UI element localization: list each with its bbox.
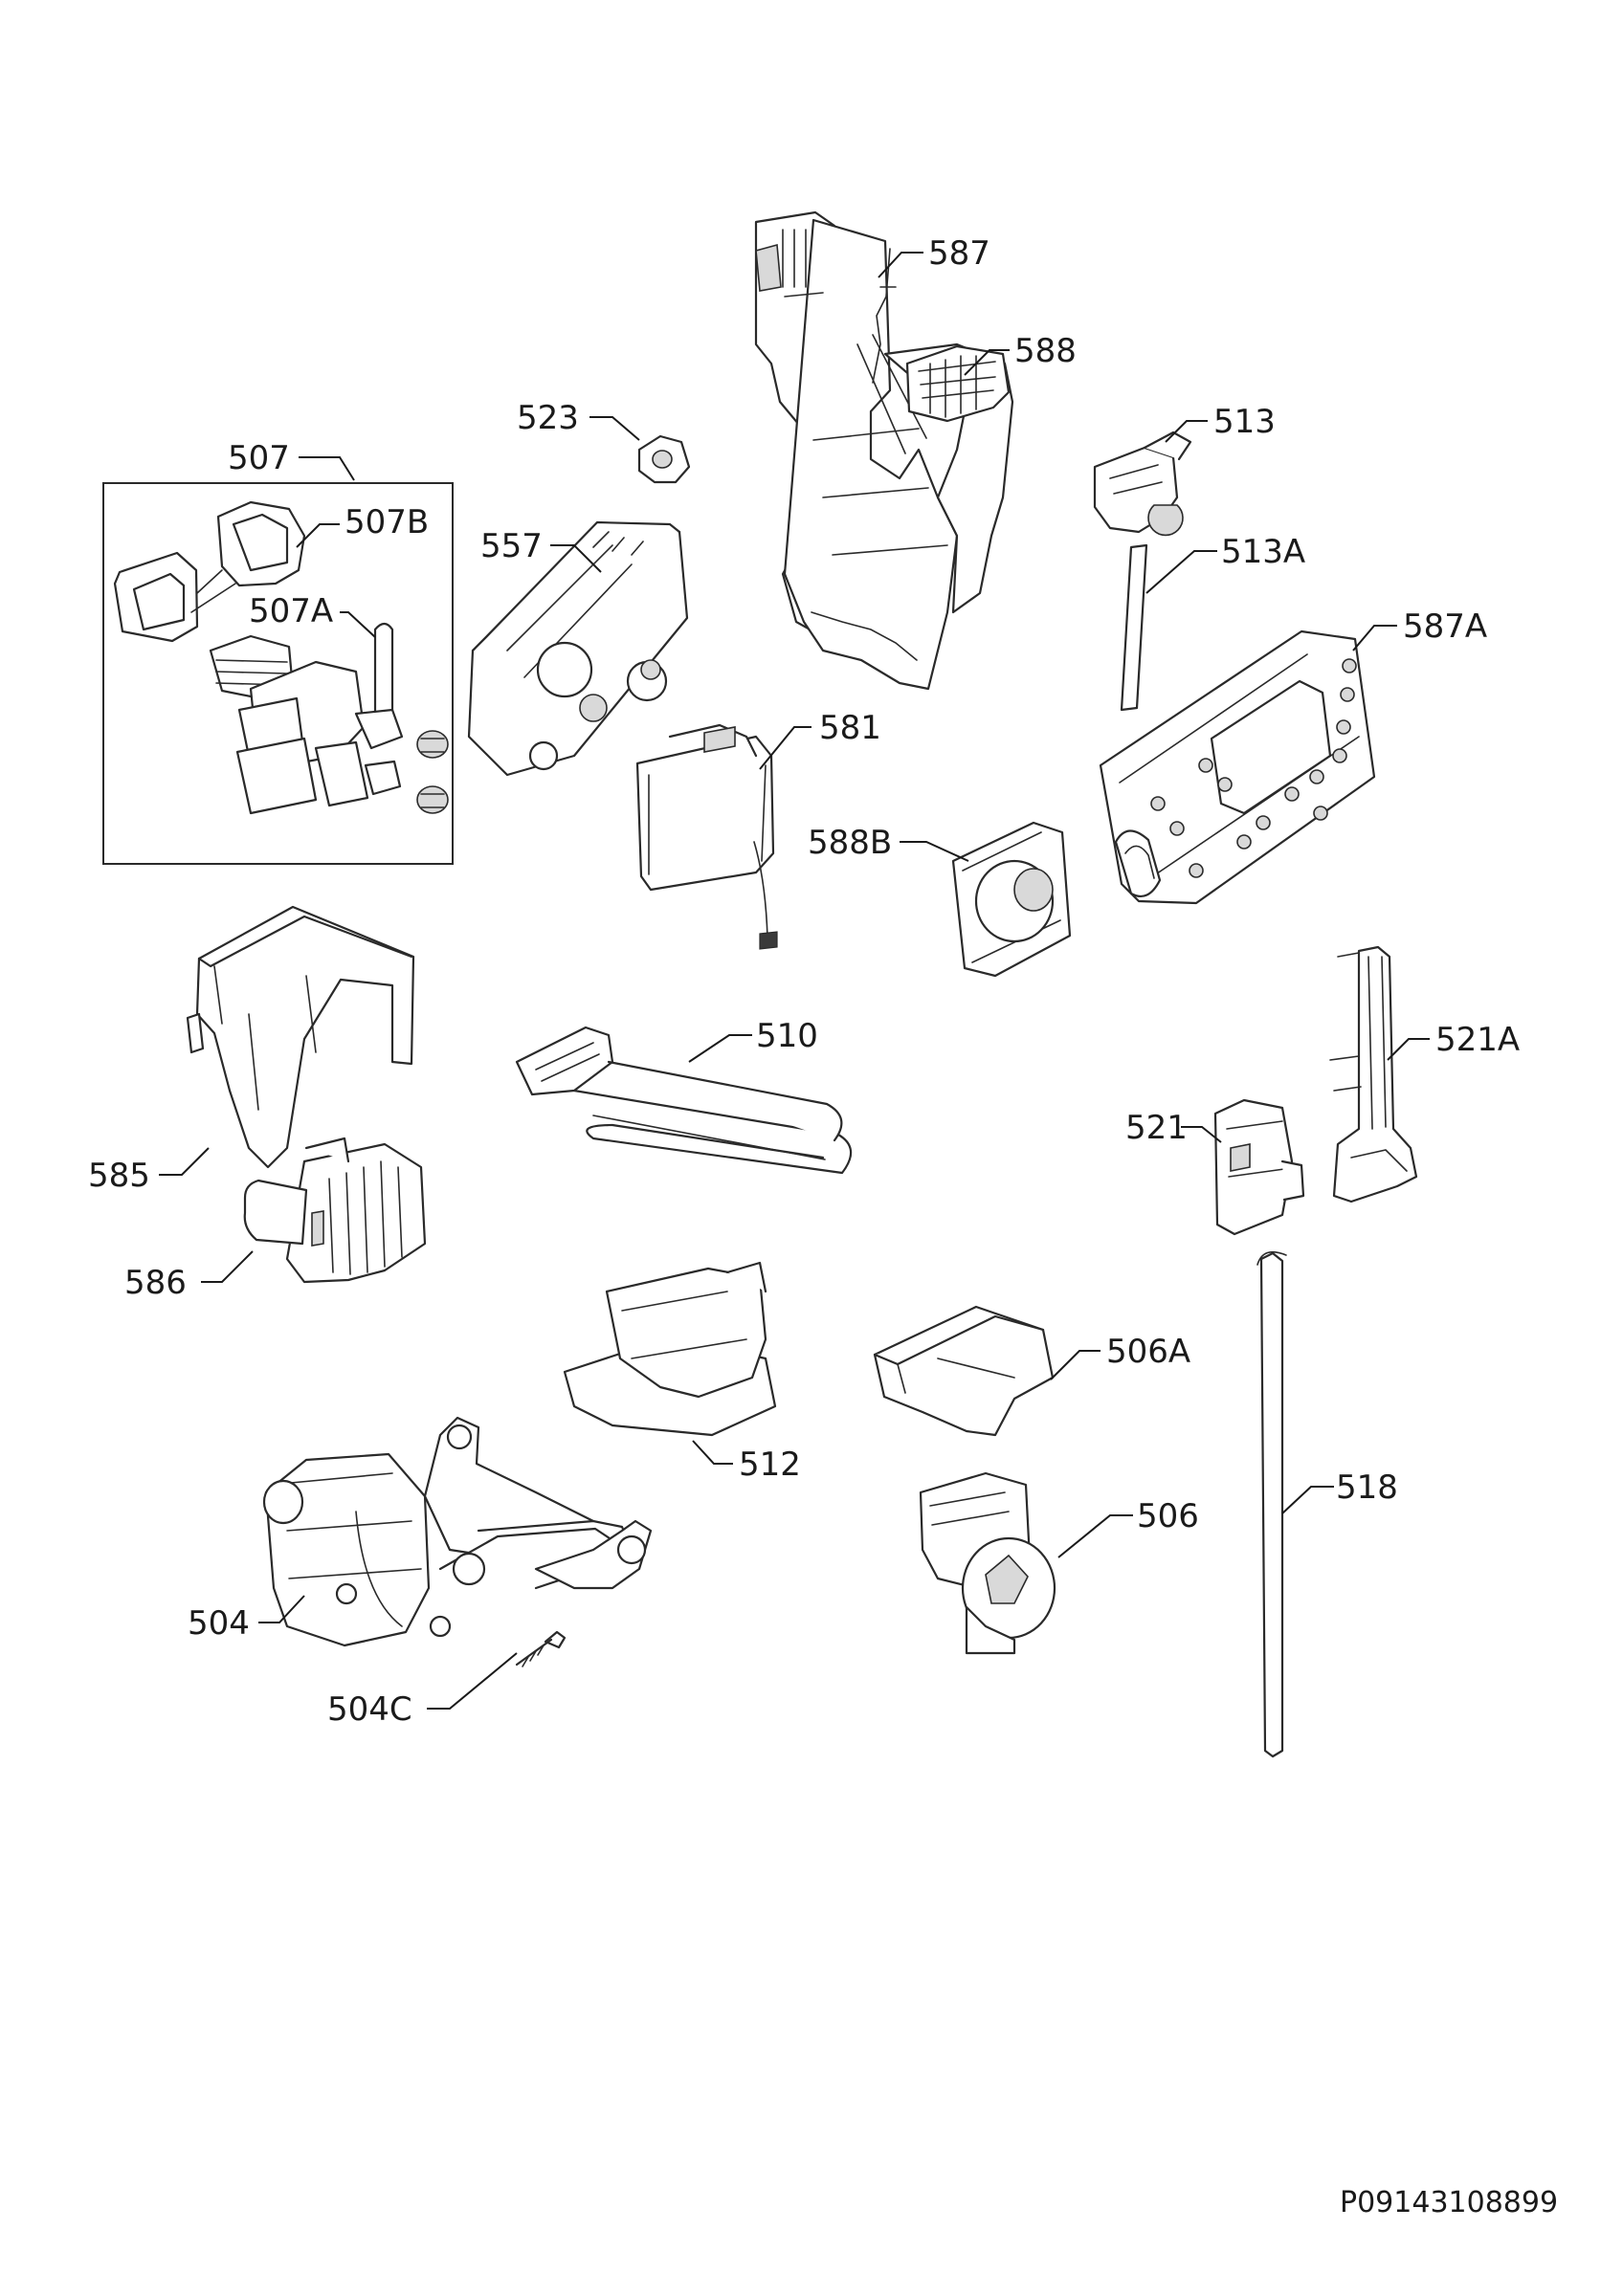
part-506A-pump-cover: 506A [873,1305,1190,1437]
part-581-interface-board: 581 [635,709,881,950]
label-507B: 507B [345,503,429,541]
part-510-heating-element: 510 [515,1017,853,1175]
label-521: 521 [1125,1109,1188,1147]
label-506A: 506A [1106,1333,1190,1371]
label-506: 506 [1137,1497,1199,1535]
part-521-door-lock: 521 [1125,1098,1305,1236]
document-code: P09143108899 [1340,2186,1558,2219]
part-507-group-box [102,482,454,865]
part-512-base: 512 [563,1261,801,1484]
label-587A: 587A [1403,607,1487,646]
part-507-inlet-valve-group: 507 507B 507A [102,439,454,865]
label-581: 581 [819,709,881,747]
part-588B-pressure-switch: 588B [808,821,1072,978]
part-504C-screw: 504C [327,1630,567,1729]
label-504: 504 [188,1604,250,1643]
label-504C: 504C [327,1690,412,1729]
label-510: 510 [756,1017,818,1055]
part-507-valve-body-drawing [209,634,449,815]
label-507A: 507A [249,592,333,630]
part-588-connector-block: 588 [905,332,1077,423]
part-513A-rod: 513A [1120,533,1305,712]
label-513: 513 [1213,403,1276,441]
label-585: 585 [88,1157,150,1195]
part-518-rod: 518 [1256,1250,1398,1758]
part-507B-hose-cap-drawing [113,500,306,643]
part-587A-control-board: 587A [1099,607,1487,905]
label-513A: 513A [1221,533,1305,571]
part-513-actuator: 513 [1093,403,1276,537]
label-518: 518 [1336,1468,1398,1507]
part-523-clip: 523 [517,399,691,484]
label-557: 557 [480,527,543,565]
part-586-controller: 586 [124,1137,427,1302]
label-523: 523 [517,399,579,437]
label-588: 588 [1014,332,1077,370]
part-557-electronic-box: 557 [467,520,689,777]
part-585-cover: 585 [88,905,415,1195]
label-587: 587 [928,234,990,273]
label-512: 512 [739,1446,801,1484]
label-507: 507 [228,439,290,477]
part-507A-clip-drawing [373,622,394,719]
part-521A-bracket: 521A [1329,945,1520,1203]
label-588B: 588B [808,824,892,862]
label-586: 586 [124,1264,187,1302]
part-504-motor: 504 [188,1416,653,1647]
label-521A: 521A [1435,1021,1520,1059]
part-587-board-holder: 587 [754,210,1014,691]
part-506-drain-pump: 506 [919,1471,1199,1655]
